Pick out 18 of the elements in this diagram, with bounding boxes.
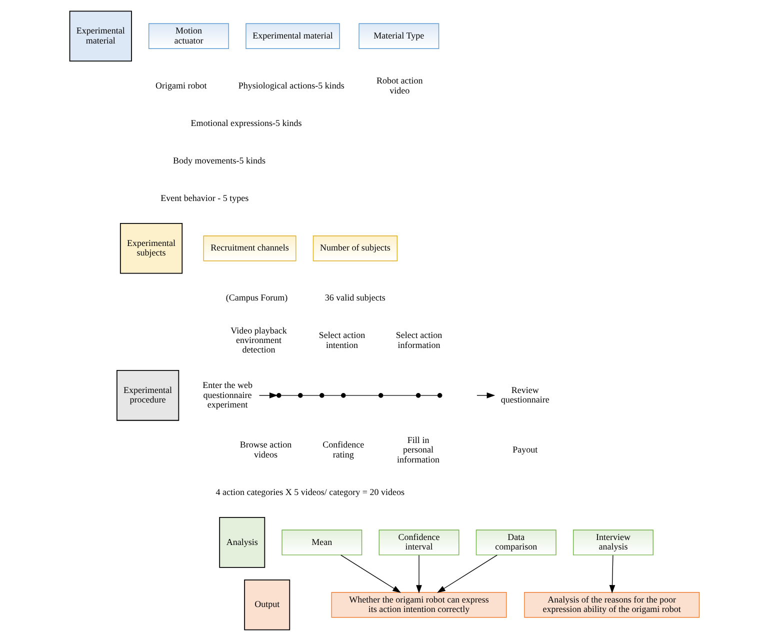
label: Origami robot bbox=[155, 80, 207, 90]
label: 36 valid subjects bbox=[324, 292, 386, 303]
label: Body movements-5 kinds bbox=[172, 155, 266, 166]
label: Physiological actions-5 kinds bbox=[238, 80, 344, 90]
label: Select action information bbox=[396, 330, 442, 350]
node-text: Review questionnaire bbox=[500, 384, 550, 405]
node-text: Enter the web questionnaire experiment bbox=[202, 380, 253, 410]
label: Emotional expressions-5 kinds bbox=[190, 118, 302, 128]
label: 4 action categories X 5 videos/ category = 20 videos bbox=[216, 486, 404, 497]
label: Video playback environment detection bbox=[230, 325, 287, 355]
label: Payout bbox=[512, 444, 538, 455]
label: (Campus Forum) bbox=[226, 292, 288, 303]
label: Confidence rating bbox=[322, 440, 364, 460]
label: Select action intention bbox=[318, 330, 366, 350]
label: Robot action video bbox=[376, 76, 423, 96]
label: Event behavior - 5 types bbox=[160, 192, 249, 203]
label: Fill in personal information bbox=[397, 434, 440, 464]
label: Browse action videos bbox=[240, 440, 292, 460]
